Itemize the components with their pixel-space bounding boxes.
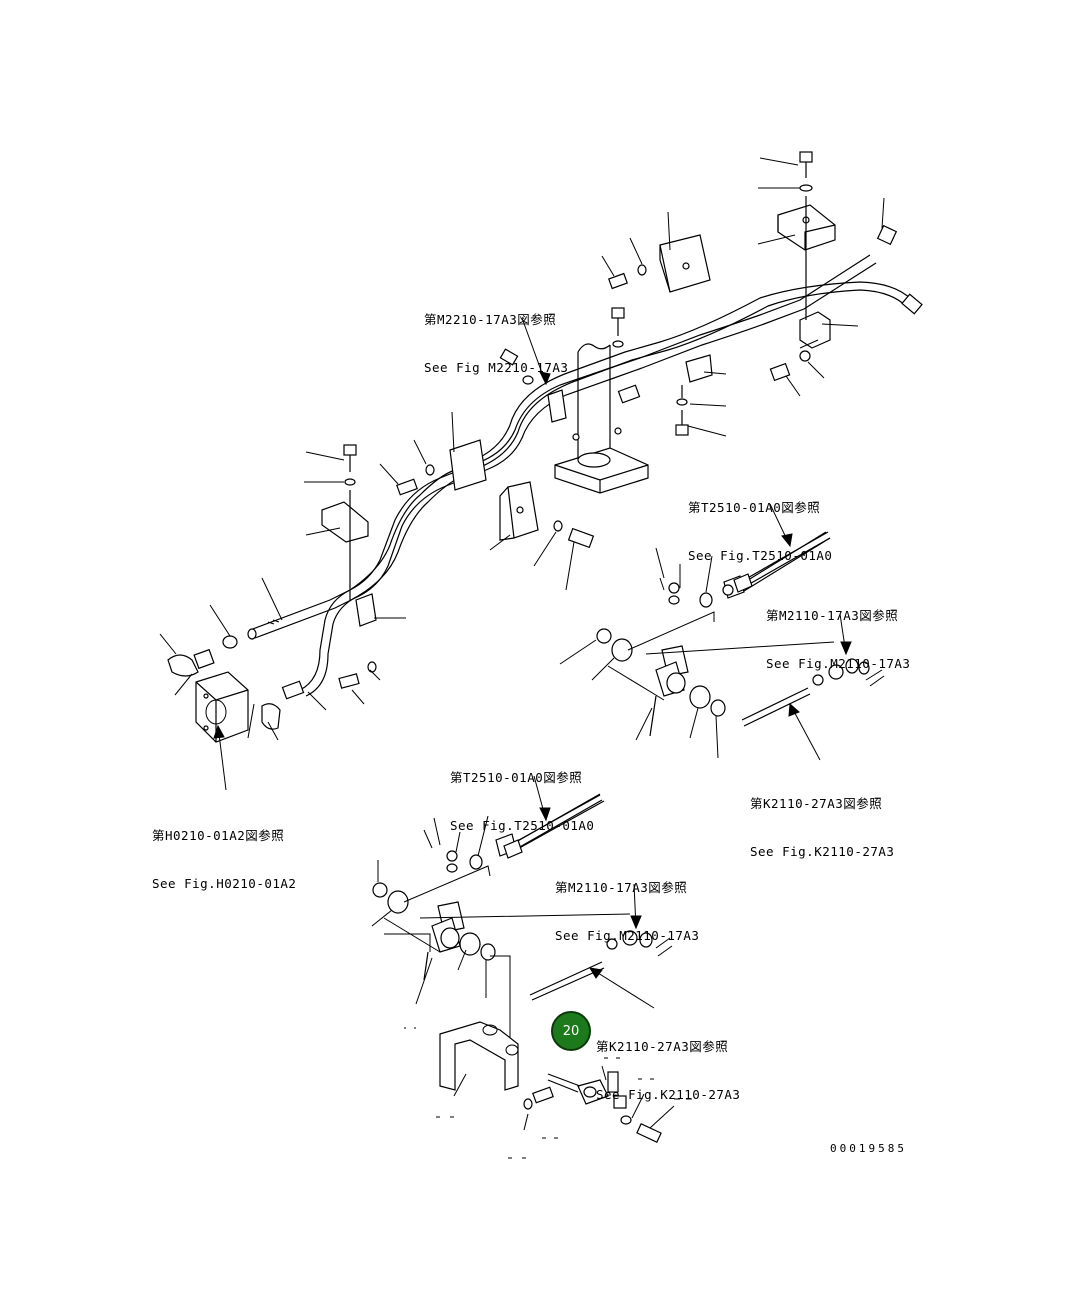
linkage-upper-right: [596, 531, 870, 737]
mounting-box: [195, 671, 249, 743]
reference-m2210-jp: 第M2210-17A3図参照: [424, 312, 557, 327]
threaded-rods: [503, 531, 831, 859]
leader-lines: [159, 157, 885, 1131]
pedestal-column: [554, 343, 649, 494]
reference-t2510-bottom-en: See Fig.T2510-01A0: [450, 818, 595, 833]
reference-t2510-top: 第T2510-01A0図参照 See Fig.T2510-01A0: [688, 468, 832, 580]
reference-arrows: [213, 317, 852, 1009]
reference-k2110-top: 第K2110-27A3図参照 See Fig.K2110-27A3: [750, 764, 894, 876]
reference-m2110-top-jp: 第M2110-17A3図参照: [766, 608, 899, 623]
reference-m2110-bottom-en: See Fig.M2110-17A3: [555, 928, 700, 943]
reference-k2110-top-jp: 第K2110-27A3図参照: [750, 796, 883, 811]
part-callout-label: 20: [562, 1023, 580, 1039]
reference-t2510-bottom-jp: 第T2510-01A0図参照: [450, 770, 583, 785]
reference-m2110-top-en: See Fig.M2110-17A3: [766, 656, 911, 671]
reference-h0210: 第H0210-01A2図参照 See Fig.H0210-01A2: [152, 796, 296, 908]
reference-h0210-en: See Fig.H0210-01A2: [152, 876, 297, 891]
reference-k2110-bottom-jp: 第K2110-27A3図参照: [596, 1039, 729, 1054]
reference-t2510-bottom: 第T2510-01A0図参照 See Fig.T2510-01A0: [450, 738, 594, 850]
lower-bracket: [439, 1021, 662, 1143]
reference-k2110-bottom: 第K2110-27A3図参照 See Fig.K2110-27A3: [596, 1007, 740, 1119]
reference-m2110-bottom: 第M2110-17A3図参照 See Fig.M2110-17A3: [555, 848, 699, 960]
reference-m2110-top: 第M2110-17A3図参照 See Fig.M2110-17A3: [766, 576, 910, 688]
reference-k2110-bottom-en: See Fig.K2110-27A3: [596, 1087, 741, 1102]
reference-t2510-top-jp: 第T2510-01A0図参照: [688, 500, 821, 515]
reference-m2210-en: See Fig M2210-17A3: [424, 360, 569, 375]
reference-k2110-top-en: See Fig.K2110-27A3: [750, 844, 895, 859]
fasteners: [167, 151, 898, 730]
minor-marks: [404, 669, 885, 1159]
upper-rod-assembly: [247, 254, 923, 700]
document-number: 00019585: [830, 1142, 907, 1155]
reference-h0210-jp: 第H0210-01A2図参照: [152, 828, 285, 843]
reference-t2510-top-en: See Fig.T2510-01A0: [688, 548, 833, 563]
reference-m2210: 第M2210-17A3図参照 See Fig M2210-17A3: [424, 280, 568, 392]
reference-m2110-bottom-jp: 第M2110-17A3図参照: [555, 880, 688, 895]
part-callout-20[interactable]: 20: [551, 1011, 591, 1051]
